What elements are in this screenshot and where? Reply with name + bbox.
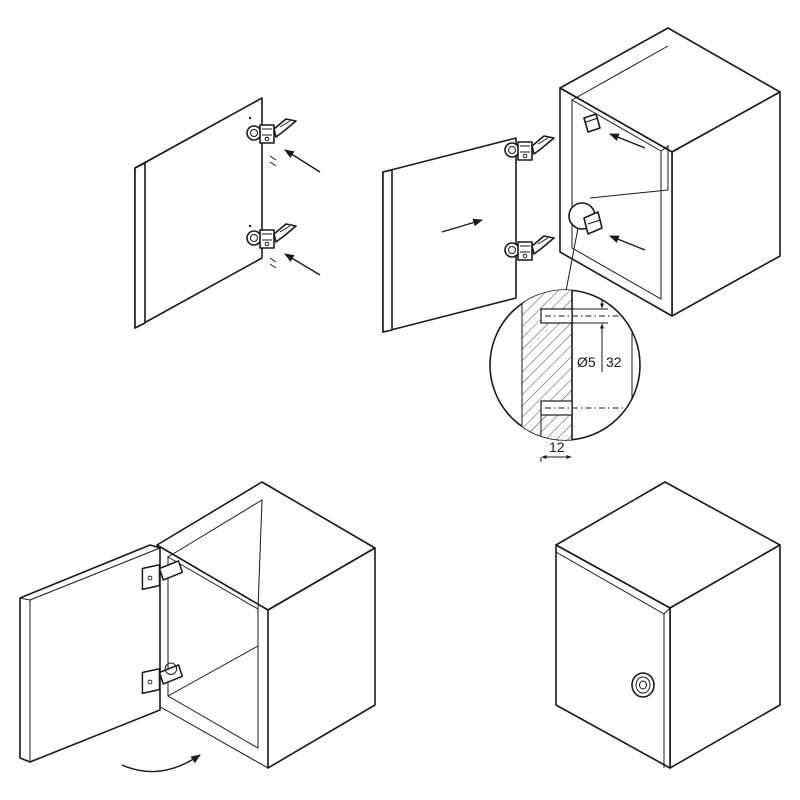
step1-screws	[248, 116, 277, 269]
step2-mounting-plate-bottom	[568, 202, 603, 235]
hole-spacing-label: 32	[606, 354, 622, 370]
detail-leader-line	[565, 227, 579, 292]
step2-door-panel	[382, 137, 517, 333]
dimension-labels: Ø5 32 12	[549, 354, 622, 455]
step2-cabinet	[559, 27, 781, 317]
panel-section-hatch	[521, 290, 573, 440]
step4-cabinet	[555, 481, 781, 769]
edge-offset-dimension	[540, 455, 572, 462]
step1-arrows	[284, 149, 321, 276]
step2-door-arrow	[441, 218, 483, 233]
step2-cabinet-arrows	[609, 133, 646, 251]
hole-diameter-label: Ø5	[577, 354, 596, 370]
step4-knob	[631, 672, 655, 698]
detail-magnifier	[489, 289, 641, 441]
step3-swing-arrow	[121, 754, 201, 773]
step3-cabinet	[156, 481, 376, 769]
edge-offset-label: 12	[549, 439, 565, 455]
step3-door-panel	[19, 544, 161, 763]
step1-door-panel	[134, 97, 263, 329]
step3-hinge-top	[141, 560, 184, 591]
step3-hinge-bottom	[141, 662, 184, 695]
step2-mounting-plate-top	[583, 113, 601, 133]
